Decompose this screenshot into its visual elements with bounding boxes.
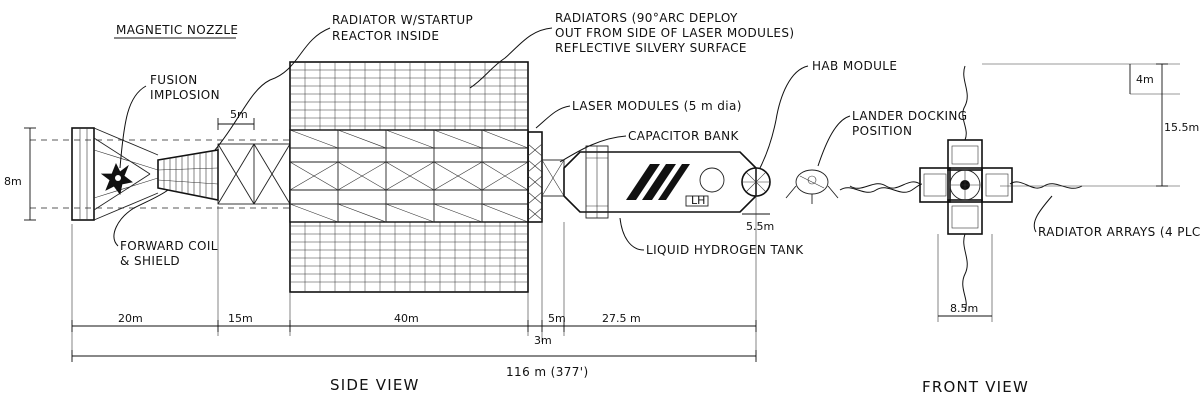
dim-15-5m: 15.5m: [1164, 121, 1199, 134]
label-magnetic-nozzle: MAGNETIC NOZZLE: [116, 23, 238, 37]
label-forward-coil-line1: FORWARD COIL: [120, 239, 218, 253]
main-truss: [217, 143, 291, 205]
label-fusion-line2: IMPLOSION: [150, 88, 220, 102]
side-view: LH MAGNETIC NOZZLE RADIATOR W/STARTUP RE…: [4, 11, 967, 394]
label-radiators-line3: REFLECTIVE SILVERY SURFACE: [555, 41, 747, 55]
laser-modules: [527, 131, 565, 223]
hab-module: [741, 167, 771, 197]
label-radiators-line2: OUT FROM SIDE OF LASER MODULES): [555, 26, 795, 40]
dim-4m: 4m: [1136, 73, 1154, 86]
lander: [785, 169, 839, 204]
label-forward-coil-line2: & SHIELD: [120, 254, 180, 268]
tank-marking: LH: [691, 194, 705, 207]
dim-27-5m: 27.5 m: [602, 312, 641, 325]
magnetic-nozzle: [71, 127, 159, 221]
dim-40m: 40m: [394, 312, 419, 325]
label-hab-module: HAB MODULE: [812, 59, 897, 73]
dim-8m: 8m: [4, 175, 22, 188]
forward-coil-shield: [157, 149, 219, 201]
view-title-side: SIDE VIEW: [330, 376, 420, 394]
dim-5-5m: 5.5m: [746, 220, 774, 233]
label-radiator-arrays: RADIATOR ARRAYS (4 PLCS): [1038, 225, 1200, 239]
dim-8-5m: 8.5m: [950, 302, 978, 315]
liquid-hydrogen-tank: LH: [563, 145, 757, 219]
label-capacitor-bank: CAPACITOR BANK: [628, 129, 740, 143]
label-radiators-line1: RADIATORS (90°ARC DEPLOY: [555, 11, 738, 25]
label-lander-line2: POSITION: [852, 124, 912, 138]
label-lander-line1: LANDER DOCKING: [852, 109, 967, 123]
front-view: 4m 15.5m 8.5m RADIATOR ARRAYS (4 PLCS) F…: [849, 63, 1200, 396]
side-dimensions: 8m 5m 5.5m 20m: [4, 108, 774, 379]
dim-15m: 15m: [228, 312, 253, 325]
label-radiator-startup-line1: RADIATOR W/STARTUP: [332, 13, 473, 27]
label-fusion-line1: FUSION: [150, 73, 198, 87]
label-laser-modules: LASER MODULES (5 m dia): [572, 99, 742, 113]
dim-5m-top: 5m: [230, 108, 248, 121]
fusion-implosion: [100, 163, 133, 195]
view-title-front: FRONT VIEW: [922, 378, 1029, 396]
dim-3m: 3m: [534, 334, 552, 347]
radiator-panel: [289, 61, 529, 293]
dim-total: 116 m (377'): [506, 365, 589, 379]
dim-20m: 20m: [118, 312, 143, 325]
label-radiator-startup-line2: REACTOR INSIDE: [332, 29, 439, 43]
label-liquid-hydrogen: LIQUID HYDROGEN TANK: [646, 243, 804, 257]
dim-5m: 5m: [548, 312, 566, 325]
